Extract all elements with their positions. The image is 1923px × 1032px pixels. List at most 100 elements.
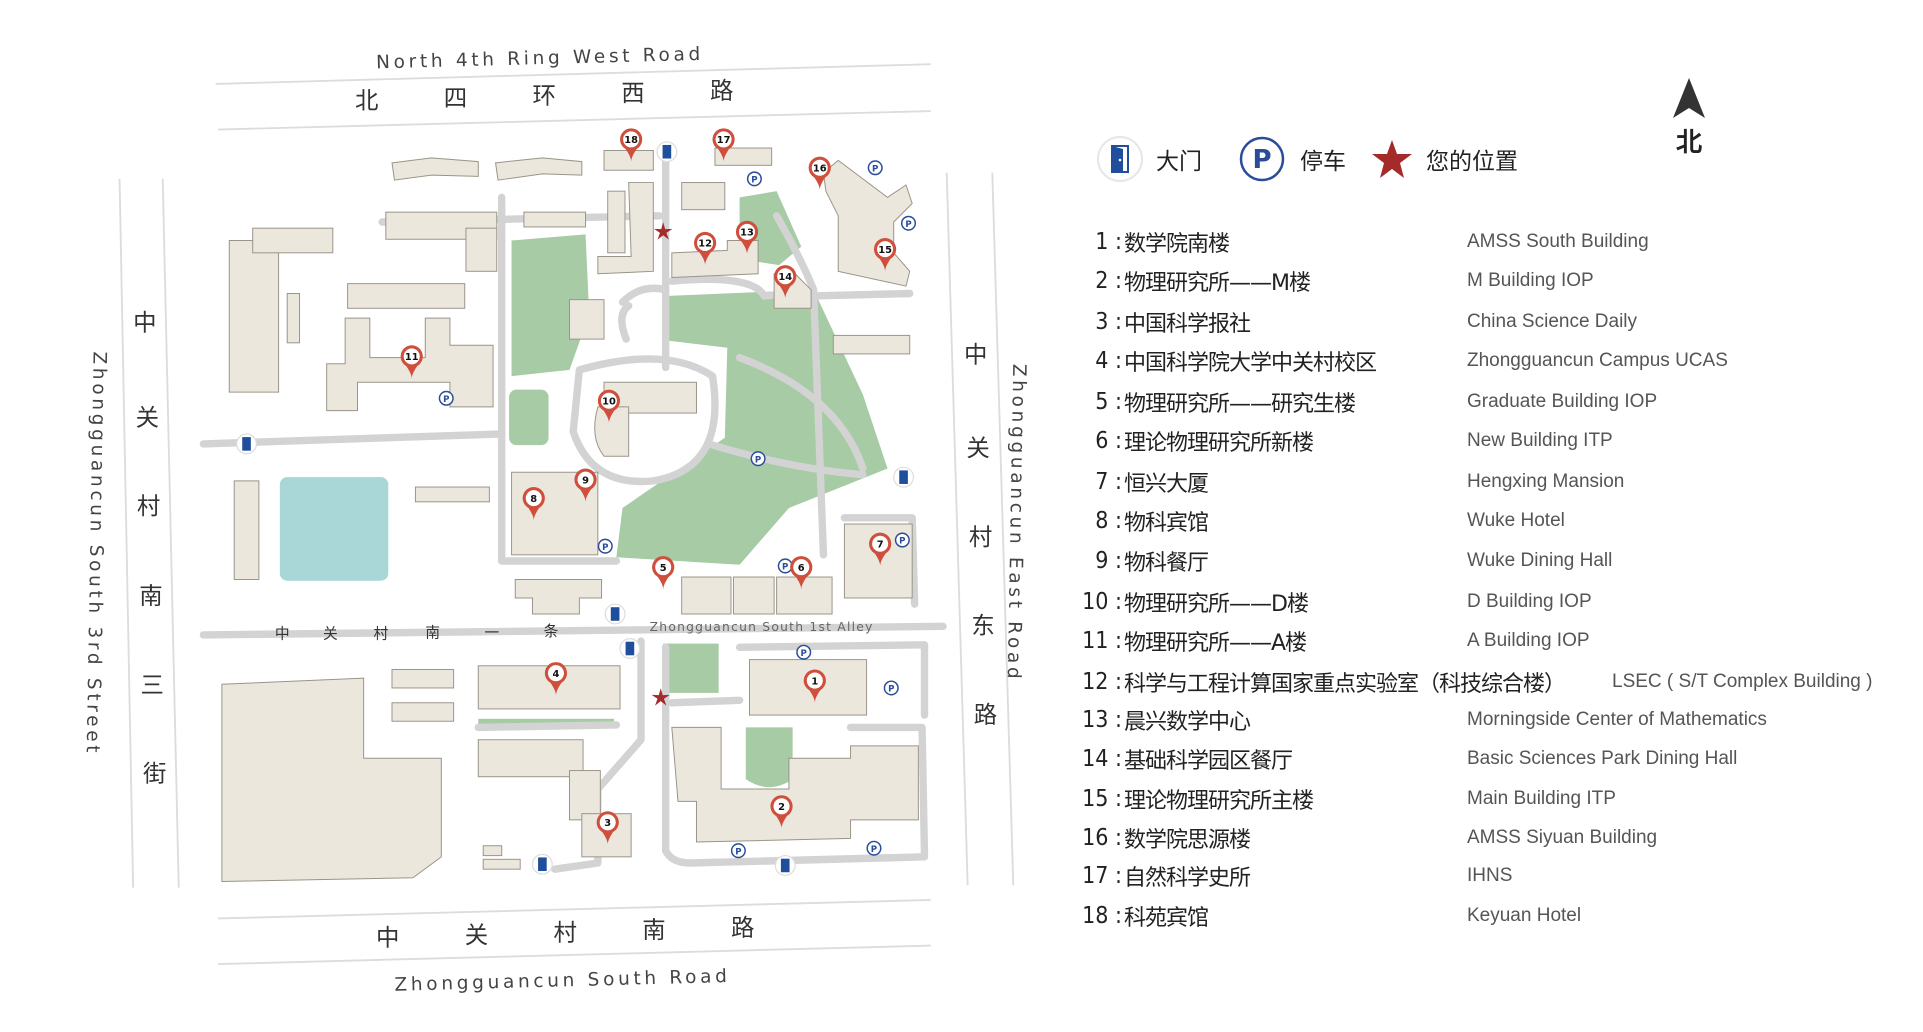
road-char: 街: [143, 760, 166, 788]
building-pin[interactable]: 14: [774, 265, 797, 299]
building-pin[interactable]: 13: [735, 220, 759, 255]
parking-icon: P: [894, 532, 910, 548]
building-pin[interactable]: 17: [712, 128, 735, 162]
legend-item-cn: 基础科学园区餐厅: [1124, 749, 1293, 774]
road-char: 中: [964, 341, 987, 369]
road-char: 中: [133, 308, 156, 336]
pond: [279, 477, 389, 581]
road-char: 西: [621, 79, 644, 107]
road-char: 中: [376, 924, 399, 952]
legend-item: 17 :自然科学史所 IHNS: [1060, 859, 1512, 893]
legend-item-en: Wuke Hotel: [1467, 510, 1565, 531]
south-road-en: Zhongguancun South Road: [394, 966, 731, 996]
pin-number: 11: [405, 352, 419, 363]
parking-symbol: P: [735, 847, 741, 857]
legend-item-number: 8 :: [1095, 508, 1122, 534]
parking-icon: P: [746, 171, 762, 187]
building-pin[interactable]: 3: [596, 811, 619, 845]
road-char: 村: [553, 919, 576, 947]
legend-item-number: 13 :: [1082, 707, 1122, 733]
road-char: 南: [425, 624, 441, 641]
legend-item: 8 :物科宾馆 Wuke Hotel: [1060, 504, 1565, 538]
pin-number: 2: [778, 802, 785, 813]
parking-icon: P: [796, 644, 812, 660]
north-road-en: North 4th Ring West Road: [376, 44, 704, 74]
legend-item-cn: 中国科学报社: [1124, 312, 1251, 337]
parking-symbol: P: [888, 685, 894, 695]
legend-item-cn: 恒兴大厦: [1124, 472, 1209, 497]
parking-symbol: P: [443, 395, 449, 405]
pin-number: 15: [878, 245, 892, 256]
south-road-cn: 中 关 村 南 路: [376, 914, 754, 952]
parking-symbol: P: [872, 164, 878, 174]
gate-icon: [531, 853, 553, 875]
building-pin[interactable]: 16: [808, 156, 831, 190]
legend-item-cn: 物科宾馆: [1124, 511, 1209, 536]
legend-item-cn: 物科餐厅: [1124, 551, 1209, 576]
building-pin[interactable]: 7: [869, 532, 892, 566]
parking-symbol: P: [755, 455, 761, 465]
road-char: 环: [533, 82, 556, 110]
road-char: 关: [465, 921, 488, 949]
legend-item-cn: 理论物理研究所新楼: [1124, 431, 1314, 456]
parking-icon: P: [777, 558, 793, 574]
road-char: 关: [323, 626, 339, 643]
building-pin[interactable]: 15: [873, 238, 897, 272]
alley-en: Zhongguancun South 1st Alley: [650, 620, 874, 634]
gate-icon: [236, 433, 258, 455]
parking-icon: P: [1239, 136, 1285, 182]
building-pin[interactable]: 18: [620, 128, 643, 162]
building-pin[interactable]: 5: [652, 556, 675, 590]
parking-icon: P: [866, 840, 882, 856]
road-char: 路: [731, 914, 754, 942]
legend-item-en: IHNS: [1467, 865, 1513, 886]
building-pin[interactable]: 9: [574, 468, 597, 502]
building-pin[interactable]: 1: [803, 669, 826, 703]
legend-item-cn: 数学院思源楼: [1124, 828, 1251, 853]
legend-item-number: 17 :: [1082, 863, 1122, 889]
road-char: 一: [484, 624, 500, 641]
road-char: 四: [444, 84, 467, 112]
north-label: 北: [1675, 128, 1702, 158]
building-pin[interactable]: 11: [400, 345, 423, 379]
building-pin[interactable]: 8: [522, 487, 545, 521]
road-char: 村: [969, 523, 992, 551]
legend-item-cn: 物理研究所——研究生楼: [1124, 392, 1356, 417]
pin-number: 7: [877, 539, 884, 550]
parking-symbol: P: [751, 176, 757, 186]
north-arrow-icon: [1673, 78, 1705, 118]
building-pin[interactable]: 10: [597, 389, 621, 423]
road-char: 路: [974, 700, 997, 728]
parking-symbol: P: [1252, 145, 1271, 175]
pin-number: 17: [717, 135, 731, 146]
legend-item-en: Keyuan Hotel: [1467, 905, 1582, 926]
road-char: 关: [136, 403, 159, 431]
legend-item-en: AMSS South Building: [1467, 231, 1649, 252]
legend-item-cn: 晨兴数学中心: [1124, 710, 1251, 735]
building-pin[interactable]: 12: [694, 231, 717, 266]
road-char: 南: [642, 916, 665, 944]
road-char: 路: [710, 77, 733, 105]
building-pin[interactable]: 6: [790, 556, 813, 590]
parking-symbol: P: [905, 220, 911, 230]
parking-icon: P: [597, 538, 613, 554]
pin-number: 9: [582, 475, 589, 486]
building-pin[interactable]: 2: [770, 795, 793, 829]
pin-number: 1: [811, 676, 818, 687]
parking-icon: P: [730, 843, 746, 859]
road-char: 中: [275, 626, 291, 643]
parking-symbol: P: [602, 543, 608, 553]
you-are-here-star-icon: [651, 688, 670, 706]
gate-icon: [604, 603, 626, 625]
legend-item-cn: 自然科学史所: [1124, 866, 1251, 891]
building-pin[interactable]: 4: [544, 662, 568, 696]
